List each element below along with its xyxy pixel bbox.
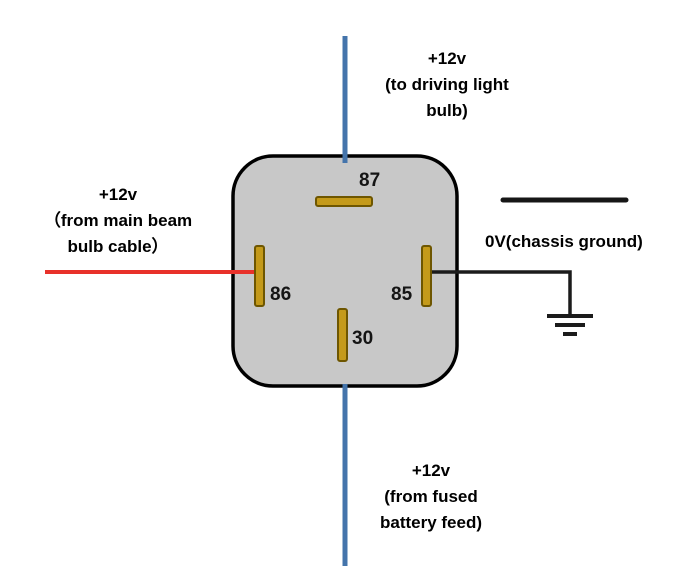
label-line: （from main beam — [43, 211, 193, 230]
label-chassis-ground: 0V(chassis ground) — [485, 229, 643, 255]
label-line: (to driving light — [385, 75, 509, 94]
label-line: 0V(chassis ground) — [485, 232, 643, 251]
pin-87-label: 87 — [359, 170, 380, 191]
label-fused-battery-feed: +12v (from fused battery feed) — [331, 458, 531, 536]
label-line: battery feed) — [379, 513, 483, 532]
pin-30 — [337, 308, 348, 362]
pin-30-label: 30 — [352, 328, 373, 349]
label-line: +12v — [98, 185, 138, 204]
pin-85 — [421, 245, 432, 307]
pin-86-label: 86 — [270, 284, 291, 305]
label-to-driving-light: +12v (to driving light bulb) — [347, 46, 547, 124]
label-line: bulb) — [426, 101, 468, 120]
label-from-main-beam: +12v （from main beam bulb cable） — [12, 182, 224, 260]
wire-chassis-ground — [428, 270, 572, 316]
label-line: bulb cable） — [67, 237, 169, 256]
pin-85-label: 85 — [391, 284, 413, 305]
pin-86 — [254, 245, 265, 307]
label-line: +12v — [427, 49, 467, 68]
label-line: (from fused — [384, 487, 478, 506]
label-line: +12v — [411, 461, 451, 480]
ground-symbol — [547, 314, 593, 336]
pin-87 — [315, 196, 373, 207]
